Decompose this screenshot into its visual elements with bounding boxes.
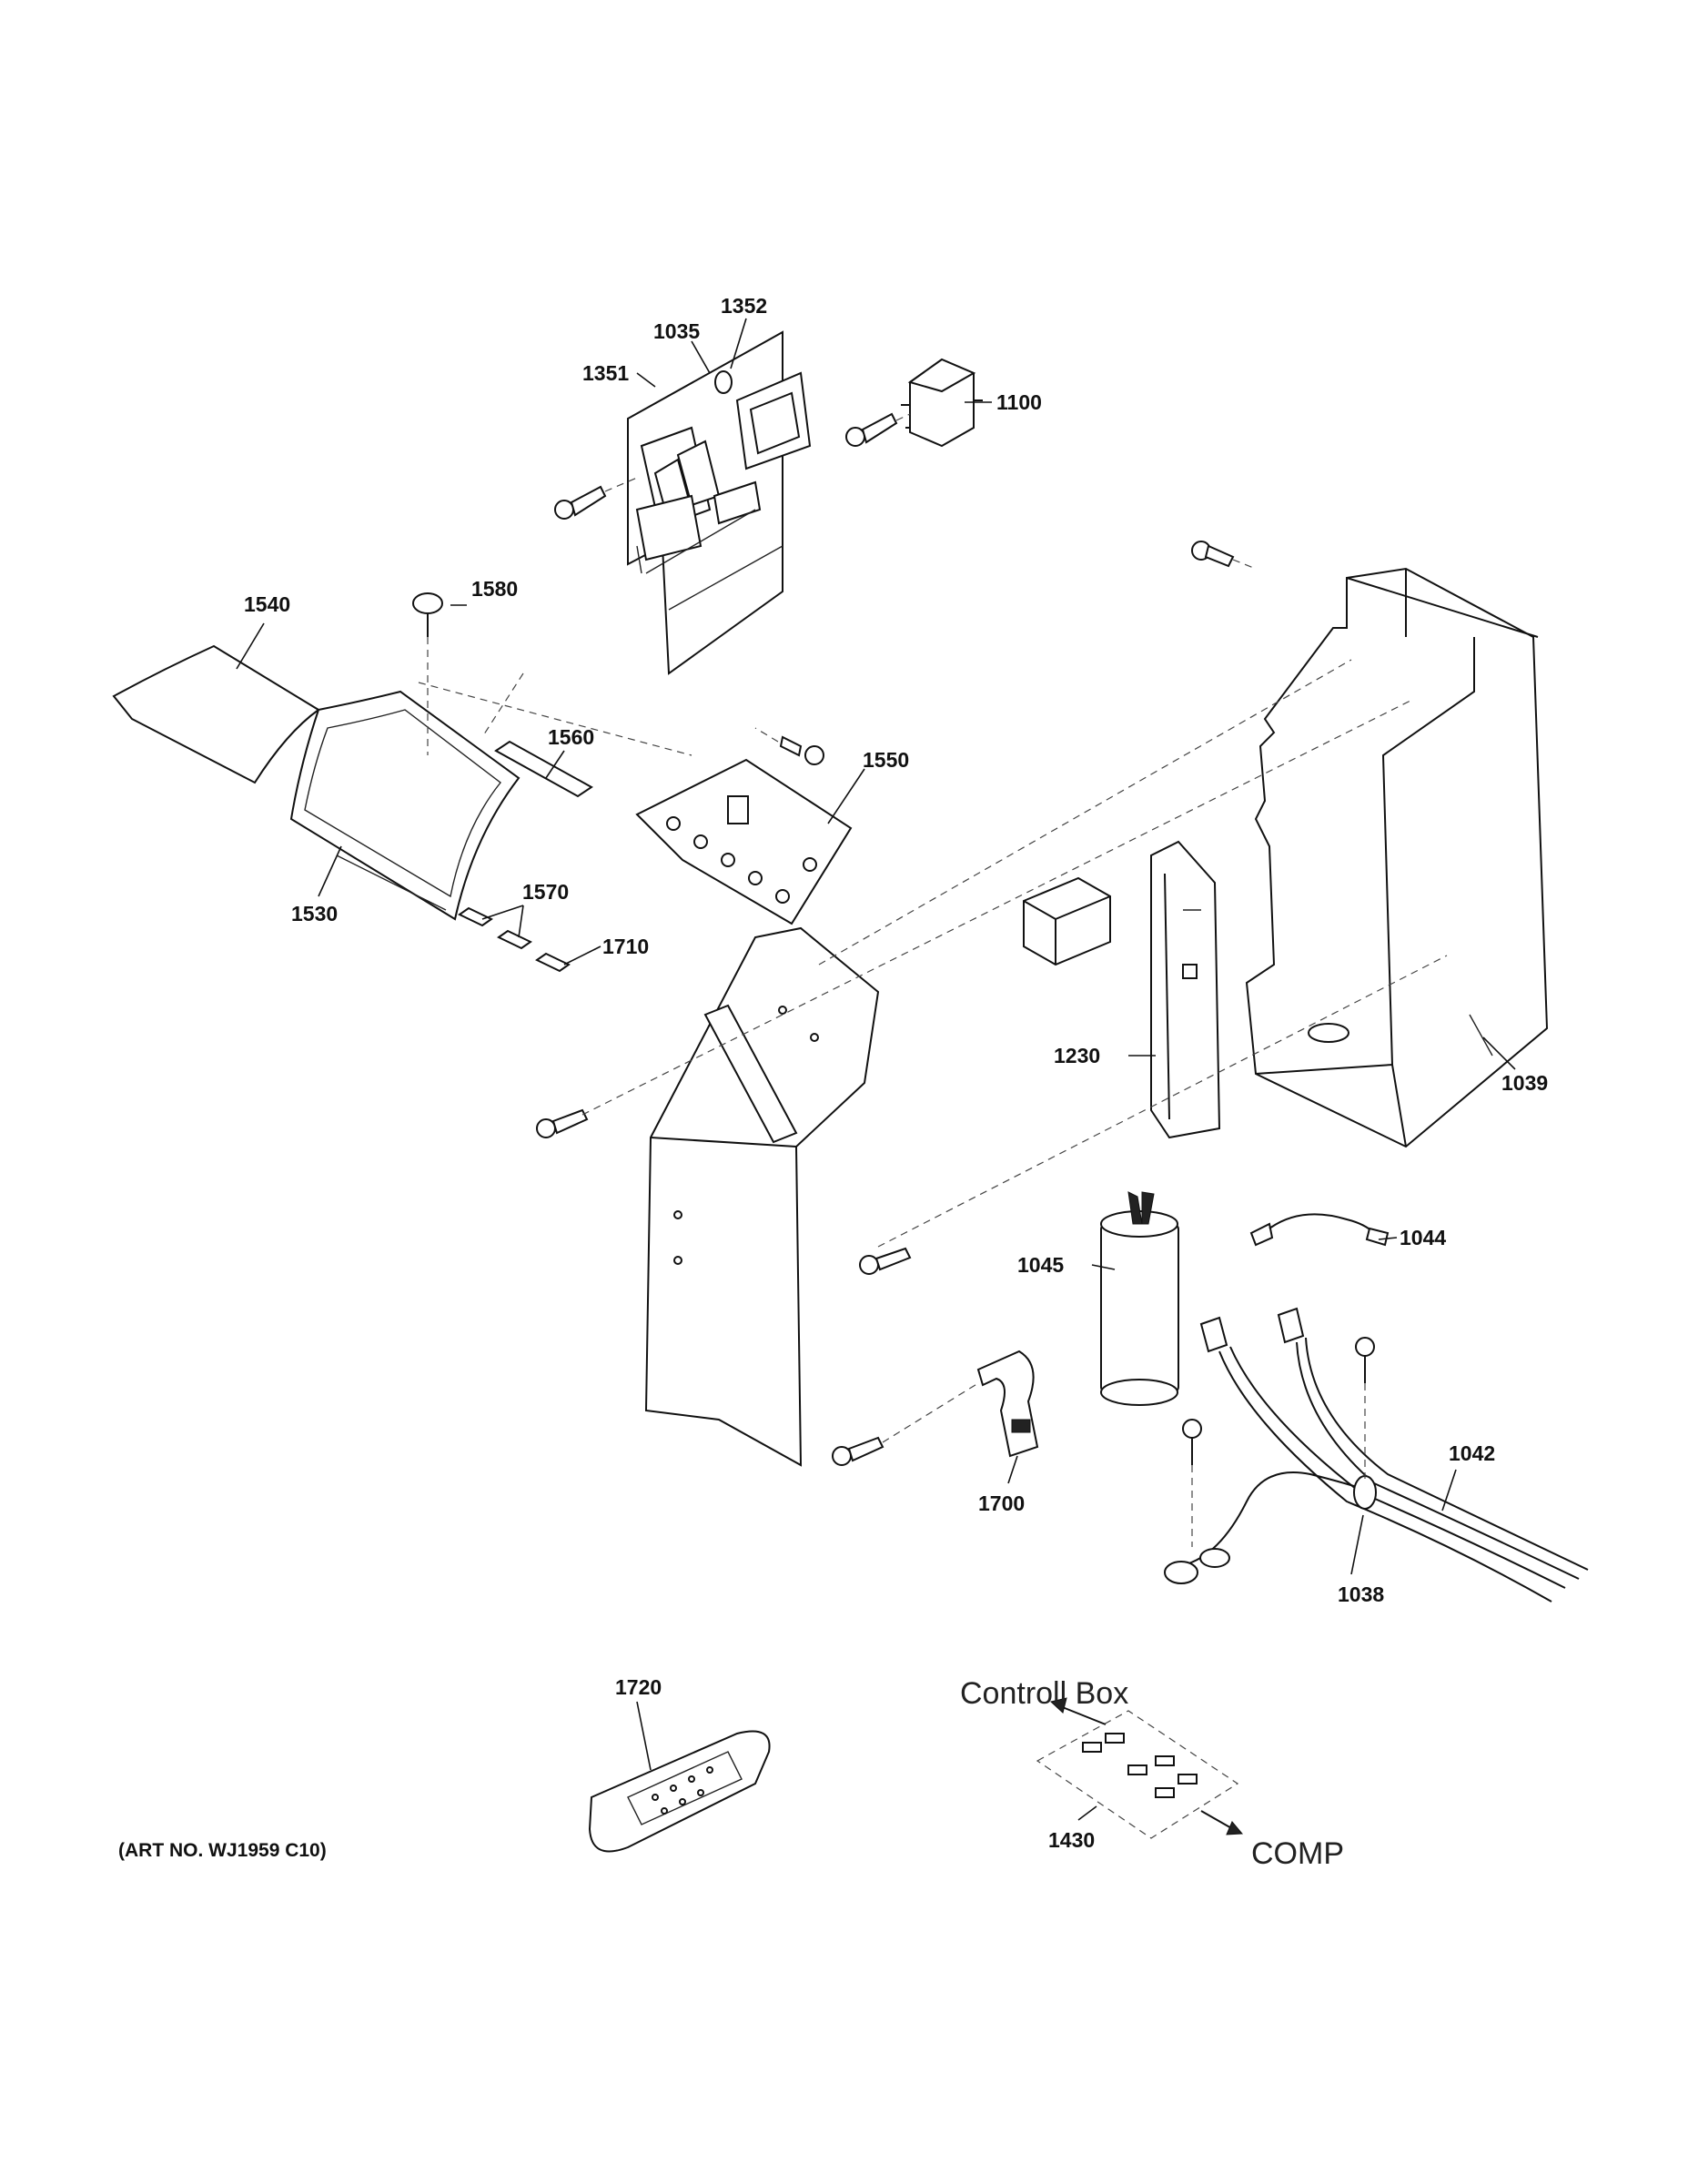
part-label-1100: 1100 [996, 390, 1042, 414]
part-label-1710: 1710 [602, 935, 649, 958]
capacitor-bracket-1230 [1150, 840, 1221, 1139]
part-label-1039: 1039 [1501, 1071, 1548, 1095]
comp-callout: COMP [1251, 1836, 1344, 1871]
part-label-1042: 1042 [1449, 1441, 1495, 1465]
control-box-callout: Controll Box [960, 1676, 1128, 1711]
control-box-housing-1039 [1245, 567, 1549, 1148]
small-transformer [1023, 876, 1111, 966]
part-label-1580: 1580 [471, 577, 518, 601]
part-label-1540: 1540 [244, 592, 290, 616]
part-label-1035: 1035 [653, 319, 700, 343]
panel-screw-left [536, 1108, 589, 1138]
display-board-screw [754, 727, 824, 765]
gaskets-1570 [458, 906, 571, 973]
clamp-screw [832, 1382, 979, 1466]
part-label-1038: 1038 [1338, 1582, 1384, 1606]
relay-screw [845, 412, 911, 447]
jumper-wire-1044 [1249, 1213, 1390, 1247]
main-control-board [627, 330, 812, 675]
clamp-1700 [976, 1350, 1039, 1458]
part-label-1560: 1560 [548, 725, 594, 749]
part-label-1351: 1351 [582, 361, 629, 385]
wiring-label-1430 [1036, 1697, 1244, 1839]
display-board-1550 [635, 758, 853, 925]
part-label-1530: 1530 [291, 902, 338, 925]
housing-screw-top [1191, 541, 1257, 570]
capacitor-screw [859, 1247, 912, 1275]
art-number: (ART NO. WJ1959 C10) [118, 1840, 327, 1861]
part-label-1230: 1230 [1054, 1044, 1100, 1067]
display-housing-1530 [289, 690, 521, 921]
part-label-1352: 1352 [721, 294, 767, 318]
part-label-1720: 1720 [615, 1675, 662, 1699]
relay-1100 [901, 358, 983, 448]
side-panel [644, 926, 880, 1467]
harness-screw-1 [1355, 1337, 1375, 1479]
part-label-1700: 1700 [978, 1491, 1025, 1515]
part-label-1044: 1044 [1400, 1226, 1446, 1249]
part-label-1550: 1550 [863, 748, 909, 772]
board-screw [554, 477, 638, 520]
part-label-1430: 1430 [1048, 1828, 1095, 1852]
front-cover-1540 [112, 644, 320, 784]
wire-harness-1042 [1164, 1307, 1589, 1603]
capacitor-1045 [1100, 1191, 1179, 1406]
seal-1560 [481, 672, 593, 798]
harness-screw-2 [1182, 1419, 1202, 1547]
part-label-1570: 1570 [522, 880, 569, 904]
screw-1580 [412, 592, 443, 755]
remote-control-1720 [588, 1730, 771, 1853]
part-label-1045: 1045 [1017, 1253, 1064, 1277]
